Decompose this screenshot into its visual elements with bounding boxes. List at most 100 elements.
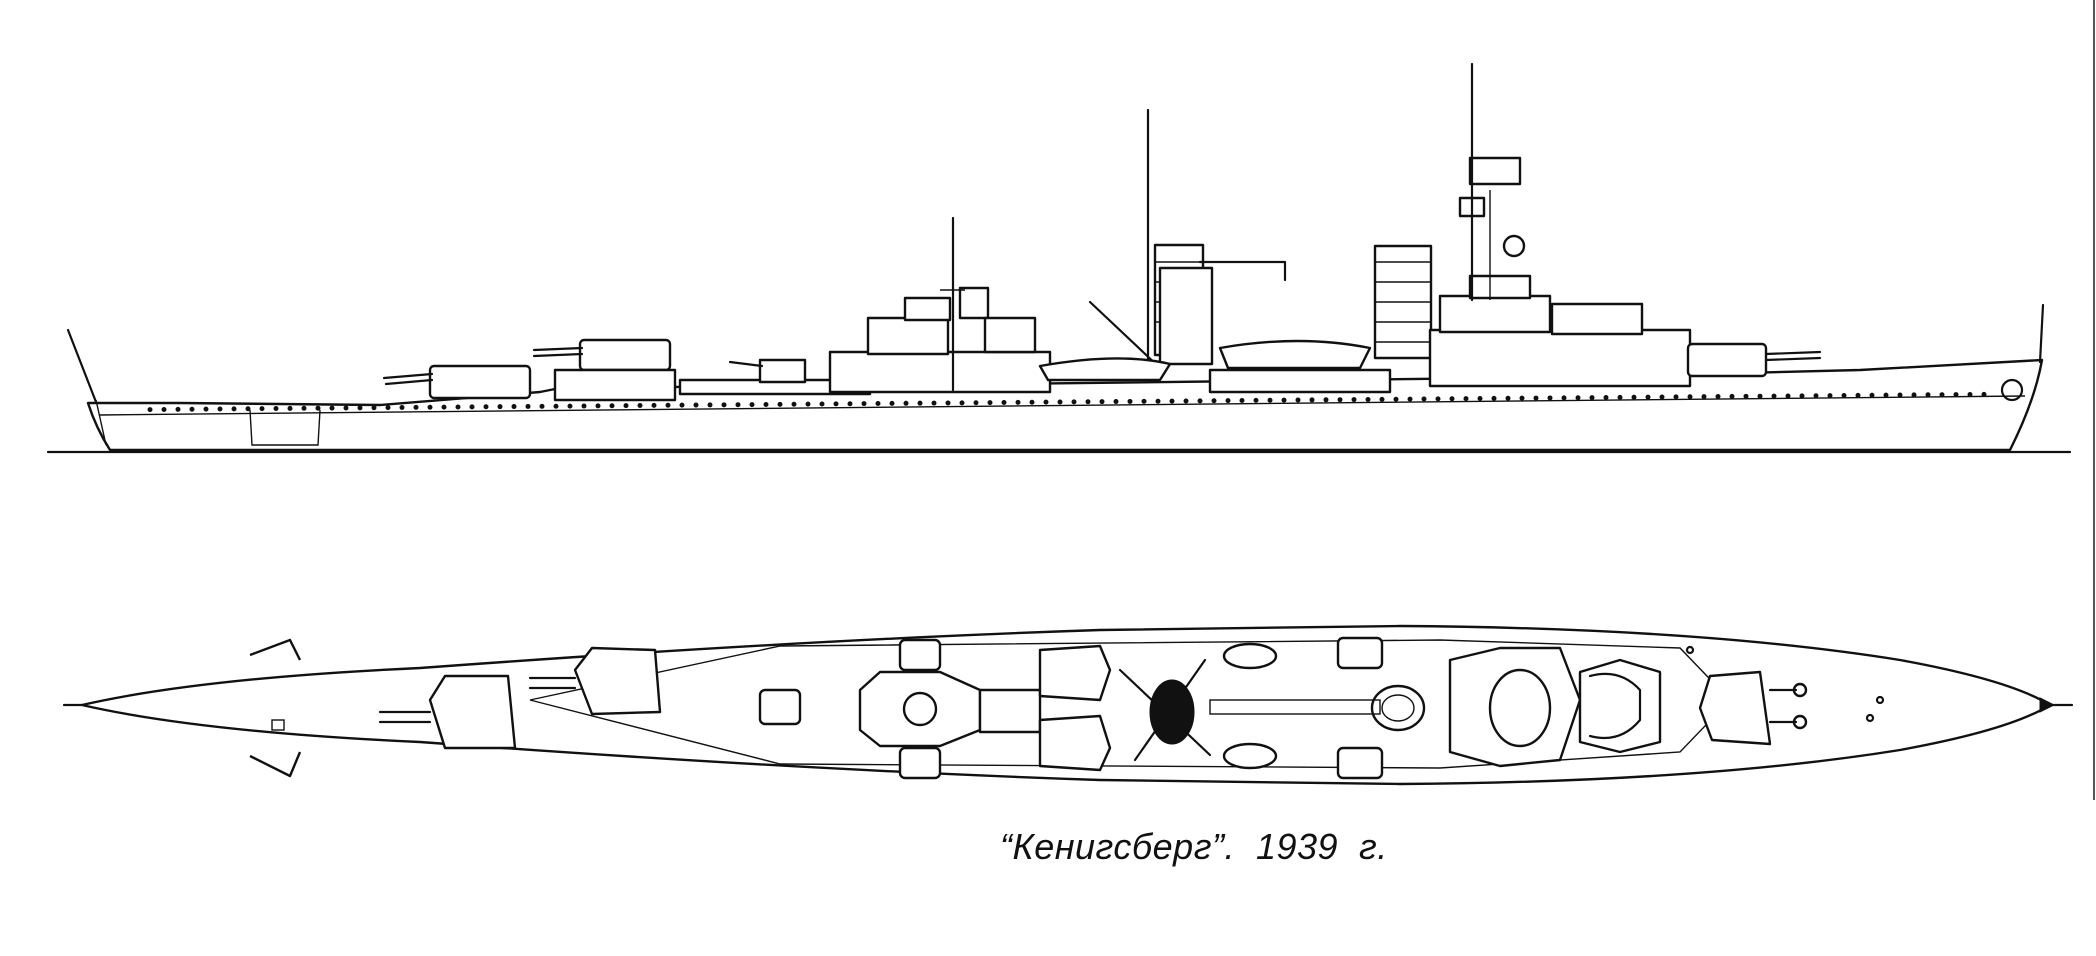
porthole	[217, 406, 223, 412]
plan-turret-a	[1698, 670, 1772, 746]
stern-post	[95, 399, 107, 446]
porthole	[1617, 394, 1623, 400]
searchlight-tower	[958, 286, 990, 320]
porthole	[595, 403, 601, 409]
porthole	[721, 402, 727, 408]
porthole	[1673, 394, 1679, 400]
aft-superstructure-base	[553, 368, 677, 402]
porthole	[1743, 393, 1749, 399]
crane-jib	[1198, 260, 1287, 282]
crane-arm	[1088, 300, 1162, 370]
porthole	[581, 403, 587, 409]
plan-aa-port-1	[898, 638, 942, 672]
aa-mount-aft	[758, 358, 807, 384]
porthole	[1757, 393, 1763, 399]
porthole	[1155, 398, 1161, 404]
plan-crane-rail	[1209, 699, 1381, 715]
porthole	[1785, 393, 1791, 399]
porthole	[1575, 395, 1581, 401]
porthole	[147, 407, 153, 413]
plan-view	[62, 624, 2074, 786]
porthole	[1183, 398, 1189, 404]
porthole	[875, 401, 881, 407]
fwd-bridge-lower	[1438, 294, 1552, 334]
boat-deck	[1208, 368, 1392, 394]
porthole	[1883, 392, 1889, 398]
porthole	[1393, 396, 1399, 402]
porthole	[1127, 398, 1133, 404]
porthole	[1379, 396, 1385, 402]
porthole	[1001, 399, 1007, 405]
porthole	[805, 401, 811, 407]
porthole	[231, 406, 237, 412]
porthole	[1813, 393, 1819, 399]
porthole	[245, 406, 251, 412]
porthole	[1407, 396, 1413, 402]
porthole	[1897, 392, 1903, 398]
boat-mid	[1218, 339, 1372, 370]
porthole	[1855, 392, 1861, 398]
anchor-icon	[2000, 378, 2024, 402]
porthole	[1869, 392, 1875, 398]
porthole	[1911, 392, 1917, 398]
porthole	[931, 400, 937, 406]
porthole	[287, 405, 293, 411]
porthole	[1085, 399, 1091, 405]
porthole	[1421, 396, 1427, 402]
porthole	[1631, 394, 1637, 400]
plan-fore-tower	[1488, 668, 1552, 748]
porthole	[651, 402, 657, 408]
aft-turrets	[382, 338, 677, 402]
porthole	[1141, 398, 1147, 404]
porthole	[1701, 394, 1707, 400]
porthole	[1281, 397, 1287, 403]
porthole	[833, 401, 839, 407]
porthole	[1365, 396, 1371, 402]
porthole	[693, 402, 699, 408]
porthole	[511, 404, 517, 410]
turret-a	[1686, 342, 1768, 378]
central-superstructure	[828, 216, 1052, 394]
porthole	[553, 403, 559, 409]
porthole	[1841, 393, 1847, 399]
porthole	[847, 401, 853, 407]
porthole	[861, 401, 867, 407]
porthole	[1169, 398, 1175, 404]
porthole	[679, 402, 685, 408]
plan-aft-deck	[978, 688, 1042, 734]
porthole	[1211, 398, 1217, 404]
porthole	[1113, 399, 1119, 405]
porthole	[1659, 394, 1665, 400]
porthole	[973, 400, 979, 406]
stern-staff	[66, 328, 98, 404]
porthole	[525, 403, 531, 409]
porthole	[1491, 395, 1497, 401]
porthole	[1925, 392, 1931, 398]
bow-tip	[2039, 697, 2056, 713]
porthole	[259, 406, 265, 412]
porthole	[889, 400, 895, 406]
porthole	[1337, 397, 1343, 403]
turret-c	[428, 364, 532, 400]
aft-director	[903, 296, 952, 322]
porthole	[1603, 394, 1609, 400]
porthole	[735, 402, 741, 408]
plan-boat-1	[1038, 644, 1112, 702]
porthole	[1519, 395, 1525, 401]
porthole	[1225, 398, 1231, 404]
porthole	[1477, 396, 1483, 402]
porthole	[1645, 394, 1651, 400]
deck-line	[99, 395, 2026, 416]
plan-aa-port-2	[1336, 636, 1384, 670]
porthole	[1589, 395, 1595, 401]
crane-tower	[1158, 266, 1214, 366]
porthole	[1435, 396, 1441, 402]
porthole	[1799, 393, 1805, 399]
porthole	[539, 403, 545, 409]
porthole	[413, 404, 419, 410]
porthole	[609, 403, 615, 409]
porthole	[273, 406, 279, 412]
porthole	[1463, 396, 1469, 402]
porthole	[763, 401, 769, 407]
porthole	[945, 400, 951, 406]
